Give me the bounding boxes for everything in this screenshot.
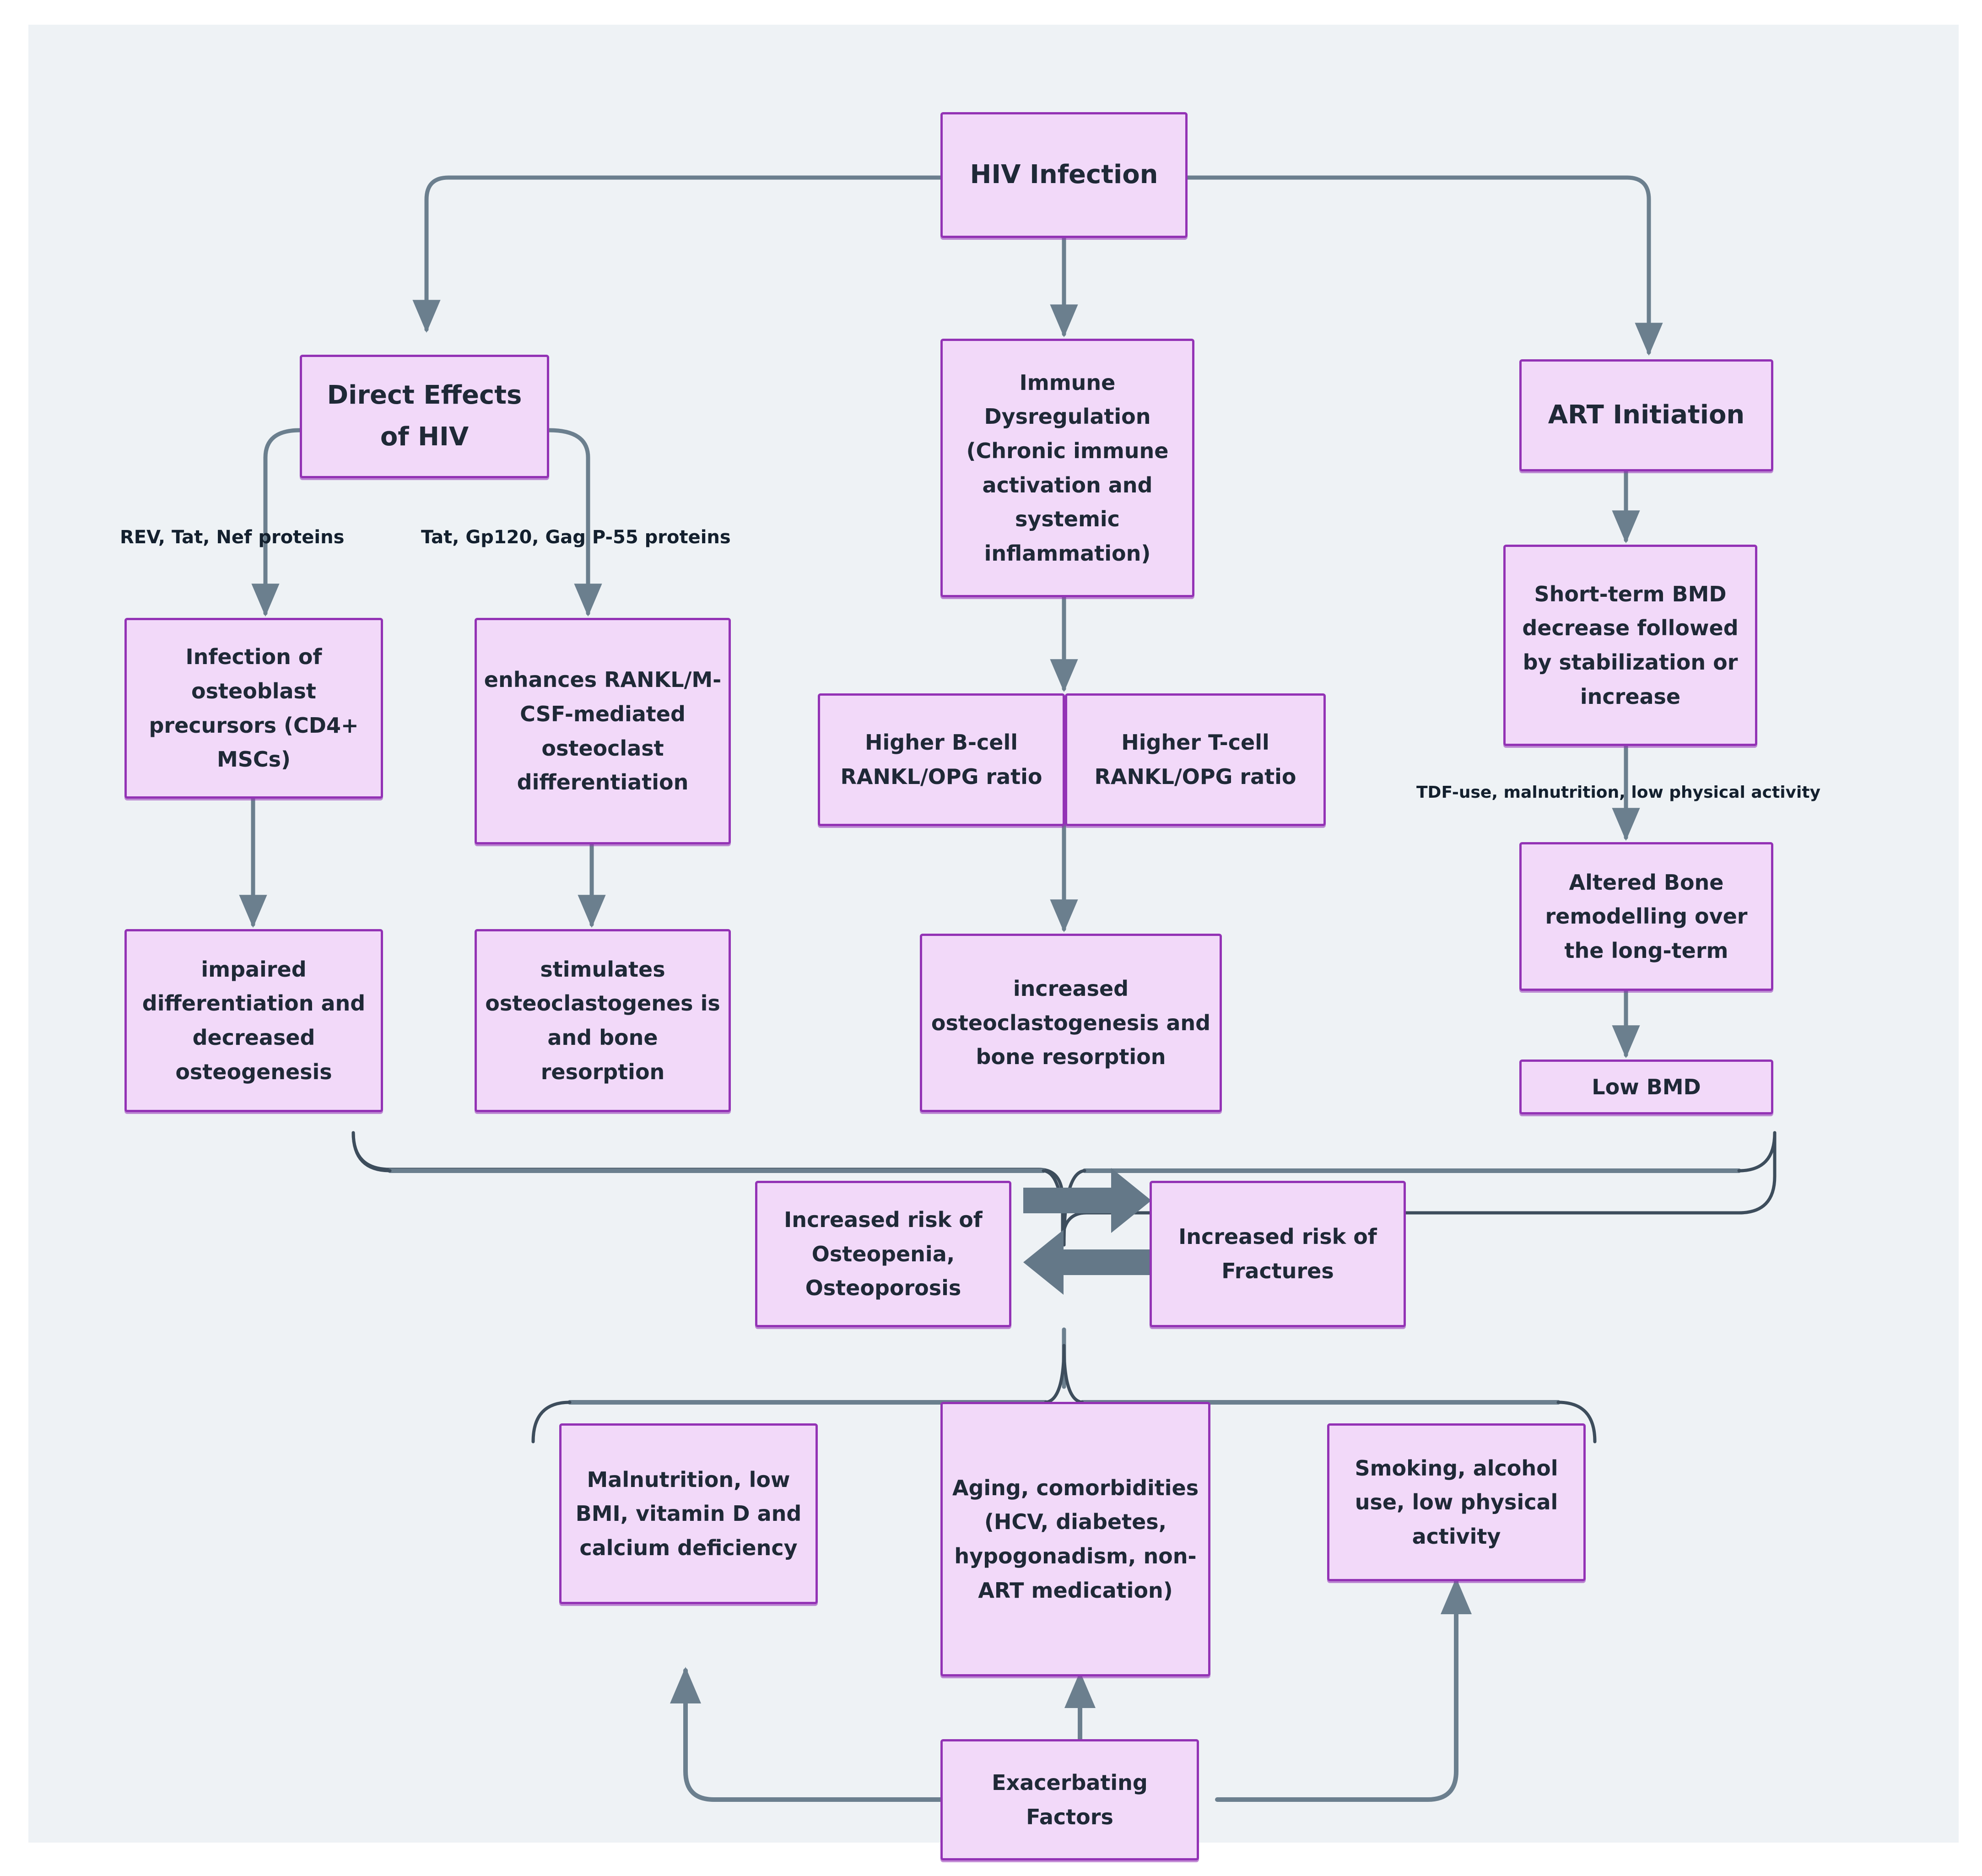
node-increased-osteoclastogenesis[interactable]: increased osteoclastogenesis and bone re… <box>920 934 1222 1112</box>
node-label: Increased risk of Osteopenia, Osteoporos… <box>784 1207 983 1301</box>
node-label: increased osteoclastogenesis and bone re… <box>931 976 1211 1070</box>
node-label: Smoking, alcohol use, low physical activ… <box>1355 1455 1558 1549</box>
node-higher-bcell[interactable]: Higher B-cell RANKL/OPG ratio <box>818 693 1065 826</box>
node-label: enhances RANKL/M-CSF-mediated osteoclast… <box>484 667 722 795</box>
node-label: Low BMD <box>1592 1074 1701 1099</box>
node-art-initiation[interactable]: ART Initiation <box>1519 359 1773 471</box>
node-increased-risk-osteopenia[interactable]: Increased risk of Osteopenia, Osteoporos… <box>755 1181 1011 1327</box>
node-malnutrition-vitamin-d[interactable]: Malnutrition, low BMI, vitamin D and cal… <box>559 1423 818 1604</box>
node-enhances-rankl[interactable]: enhances RANKL/M-CSF-mediated osteoclast… <box>475 618 731 844</box>
node-label: Immune Dysregulation (Chronic immune act… <box>966 370 1169 566</box>
node-stimulates-osteoclastogenesis[interactable]: stimulates osteoclastogenes is and bone … <box>475 929 731 1112</box>
node-label: stimulates osteoclastogenes is and bone … <box>485 957 720 1084</box>
node-immune-dysregulation[interactable]: Immune Dysregulation (Chronic immune act… <box>940 339 1194 597</box>
node-higher-tcell[interactable]: Higher T-cell RANKL/OPG ratio <box>1065 693 1326 826</box>
node-label: Increased risk of Fractures <box>1178 1224 1377 1283</box>
node-altered-bone-remodelling[interactable]: Altered Bone remodelling over the long-t… <box>1519 842 1773 991</box>
node-impaired-differentiation[interactable]: impaired differentiation and decreased o… <box>124 929 383 1112</box>
edge-label-tat-gp120: Tat, Gp120, Gag P-55 proteins <box>421 527 731 548</box>
node-increased-risk-fractures[interactable]: Increased risk of Fractures <box>1150 1181 1406 1327</box>
node-label: ART Initiation <box>1548 400 1745 430</box>
node-direct-effects[interactable]: Direct Effects of HIV <box>300 355 549 478</box>
node-hiv-infection[interactable]: HIV Infection <box>940 112 1188 238</box>
node-smoking-alcohol[interactable]: Smoking, alcohol use, low physical activ… <box>1327 1423 1586 1581</box>
node-low-bmd[interactable]: Low BMD <box>1519 1060 1773 1114</box>
node-label: Malnutrition, low BMI, vitamin D and cal… <box>575 1467 802 1560</box>
node-label: Exacerbating Factors <box>992 1770 1148 1829</box>
node-aging-comorbidities[interactable]: Aging, comorbidities (HCV, diabetes, hyp… <box>940 1402 1210 1676</box>
node-label: Higher T-cell RANKL/OPG ratio <box>1094 730 1296 789</box>
node-label: Short-term BMD decrease followed by stab… <box>1522 581 1739 709</box>
node-label: Infection of osteoblast precursors (CD4+… <box>149 644 359 772</box>
node-label: Direct Effects of HIV <box>327 380 522 452</box>
edge-label-tdf-use: TDF-use, malnutrition, low physical acti… <box>1416 783 1821 802</box>
node-exacerbating-factors[interactable]: Exacerbating Factors <box>940 1739 1199 1860</box>
node-label: impaired differentiation and decreased o… <box>142 957 366 1084</box>
node-label: Higher B-cell RANKL/OPG ratio <box>840 730 1042 789</box>
node-label: HIV Infection <box>970 160 1158 190</box>
node-infection-osteoblast[interactable]: Infection of osteoblast precursors (CD4+… <box>124 618 383 799</box>
node-short-term-bmd[interactable]: Short-term BMD decrease followed by stab… <box>1503 545 1757 746</box>
edge-label-rev-tat-nef: REV, Tat, Nef proteins <box>120 527 345 548</box>
node-label: Altered Bone remodelling over the long-t… <box>1545 870 1748 963</box>
node-label: Aging, comorbidities (HCV, diabetes, hyp… <box>952 1475 1199 1603</box>
